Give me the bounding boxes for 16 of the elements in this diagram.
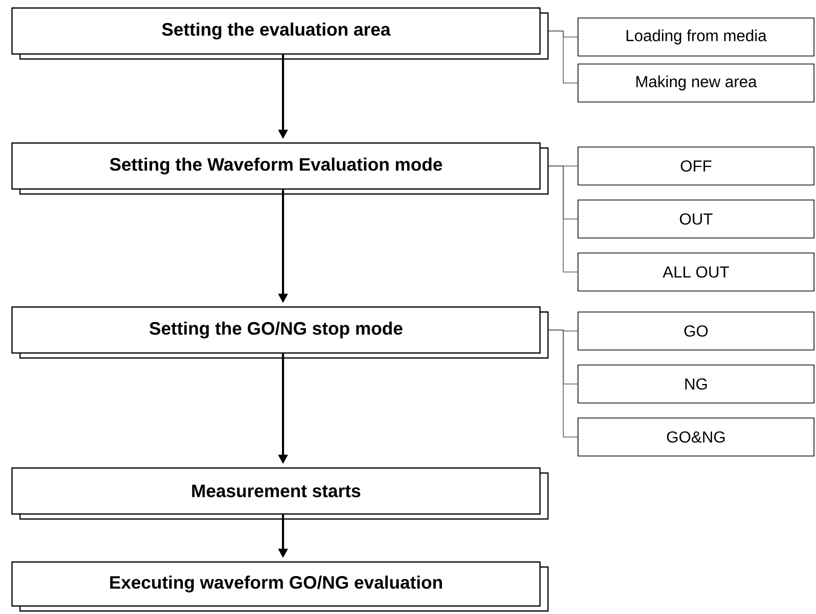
option-box: NG: [578, 364, 814, 404]
option-box: GO&NG: [578, 418, 814, 456]
step-box: Setting the GO/NG stop mode: [11, 306, 549, 359]
step-box: Measurement starts: [11, 467, 549, 520]
option-box: GO: [578, 312, 814, 350]
step-box: Setting the Waveform Evaluation mode: [11, 142, 549, 195]
connector-line: [548, 330, 578, 438]
connector-line: [548, 166, 578, 272]
option-box: OUT: [578, 200, 814, 238]
connector-line: [548, 30, 578, 84]
option-box: Making new area: [578, 64, 814, 102]
option-box: OFF: [578, 146, 814, 186]
step-box: Setting the evaluation area: [11, 7, 549, 60]
step-box: Executing waveform GO/NG evaluation: [11, 561, 549, 612]
option-box: Loading from media: [578, 18, 814, 56]
option-box: ALL OUT: [578, 252, 814, 292]
